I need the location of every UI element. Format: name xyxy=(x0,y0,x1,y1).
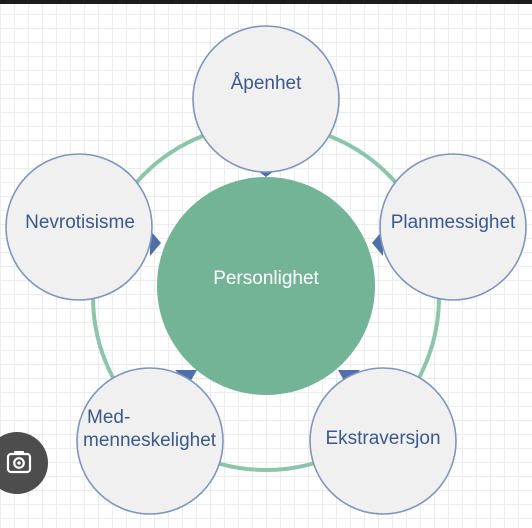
node-medmenneskelighet-circle xyxy=(76,367,224,515)
node-nevrotisisme-circle xyxy=(5,153,153,301)
node-planmessighet-label: Planmessighet xyxy=(391,212,516,233)
node-ekstraversjon-label: Ekstraversjon xyxy=(325,428,440,449)
camera-search-icon xyxy=(6,451,32,474)
node-medmenneskelighet-label-line2: menneskelighet xyxy=(83,430,217,451)
node-apenhet: Åpenhet xyxy=(192,25,340,173)
node-apenhet-circle xyxy=(192,25,340,173)
node-planmessighet-circle xyxy=(379,153,527,301)
top-border xyxy=(0,0,532,4)
node-medmenneskelighet: Med- menneskelighet xyxy=(76,367,224,515)
pointer-left xyxy=(150,230,161,256)
node-ekstraversjon: Ekstraversjon xyxy=(309,367,457,515)
center-circle xyxy=(157,177,375,395)
node-nevrotisisme: Nevrotisisme xyxy=(5,153,153,301)
node-nevrotisisme-label: Nevrotisisme xyxy=(25,212,135,233)
lens-search-button[interactable] xyxy=(0,432,48,494)
node-planmessighet: Planmessighet xyxy=(379,153,527,301)
node-medmenneskelighet-label-line1: Med- xyxy=(87,407,130,428)
node-apenhet-label: Åpenhet xyxy=(231,73,303,94)
node-ekstraversjon-circle xyxy=(309,367,457,515)
center-label: Personlighet xyxy=(213,268,319,289)
